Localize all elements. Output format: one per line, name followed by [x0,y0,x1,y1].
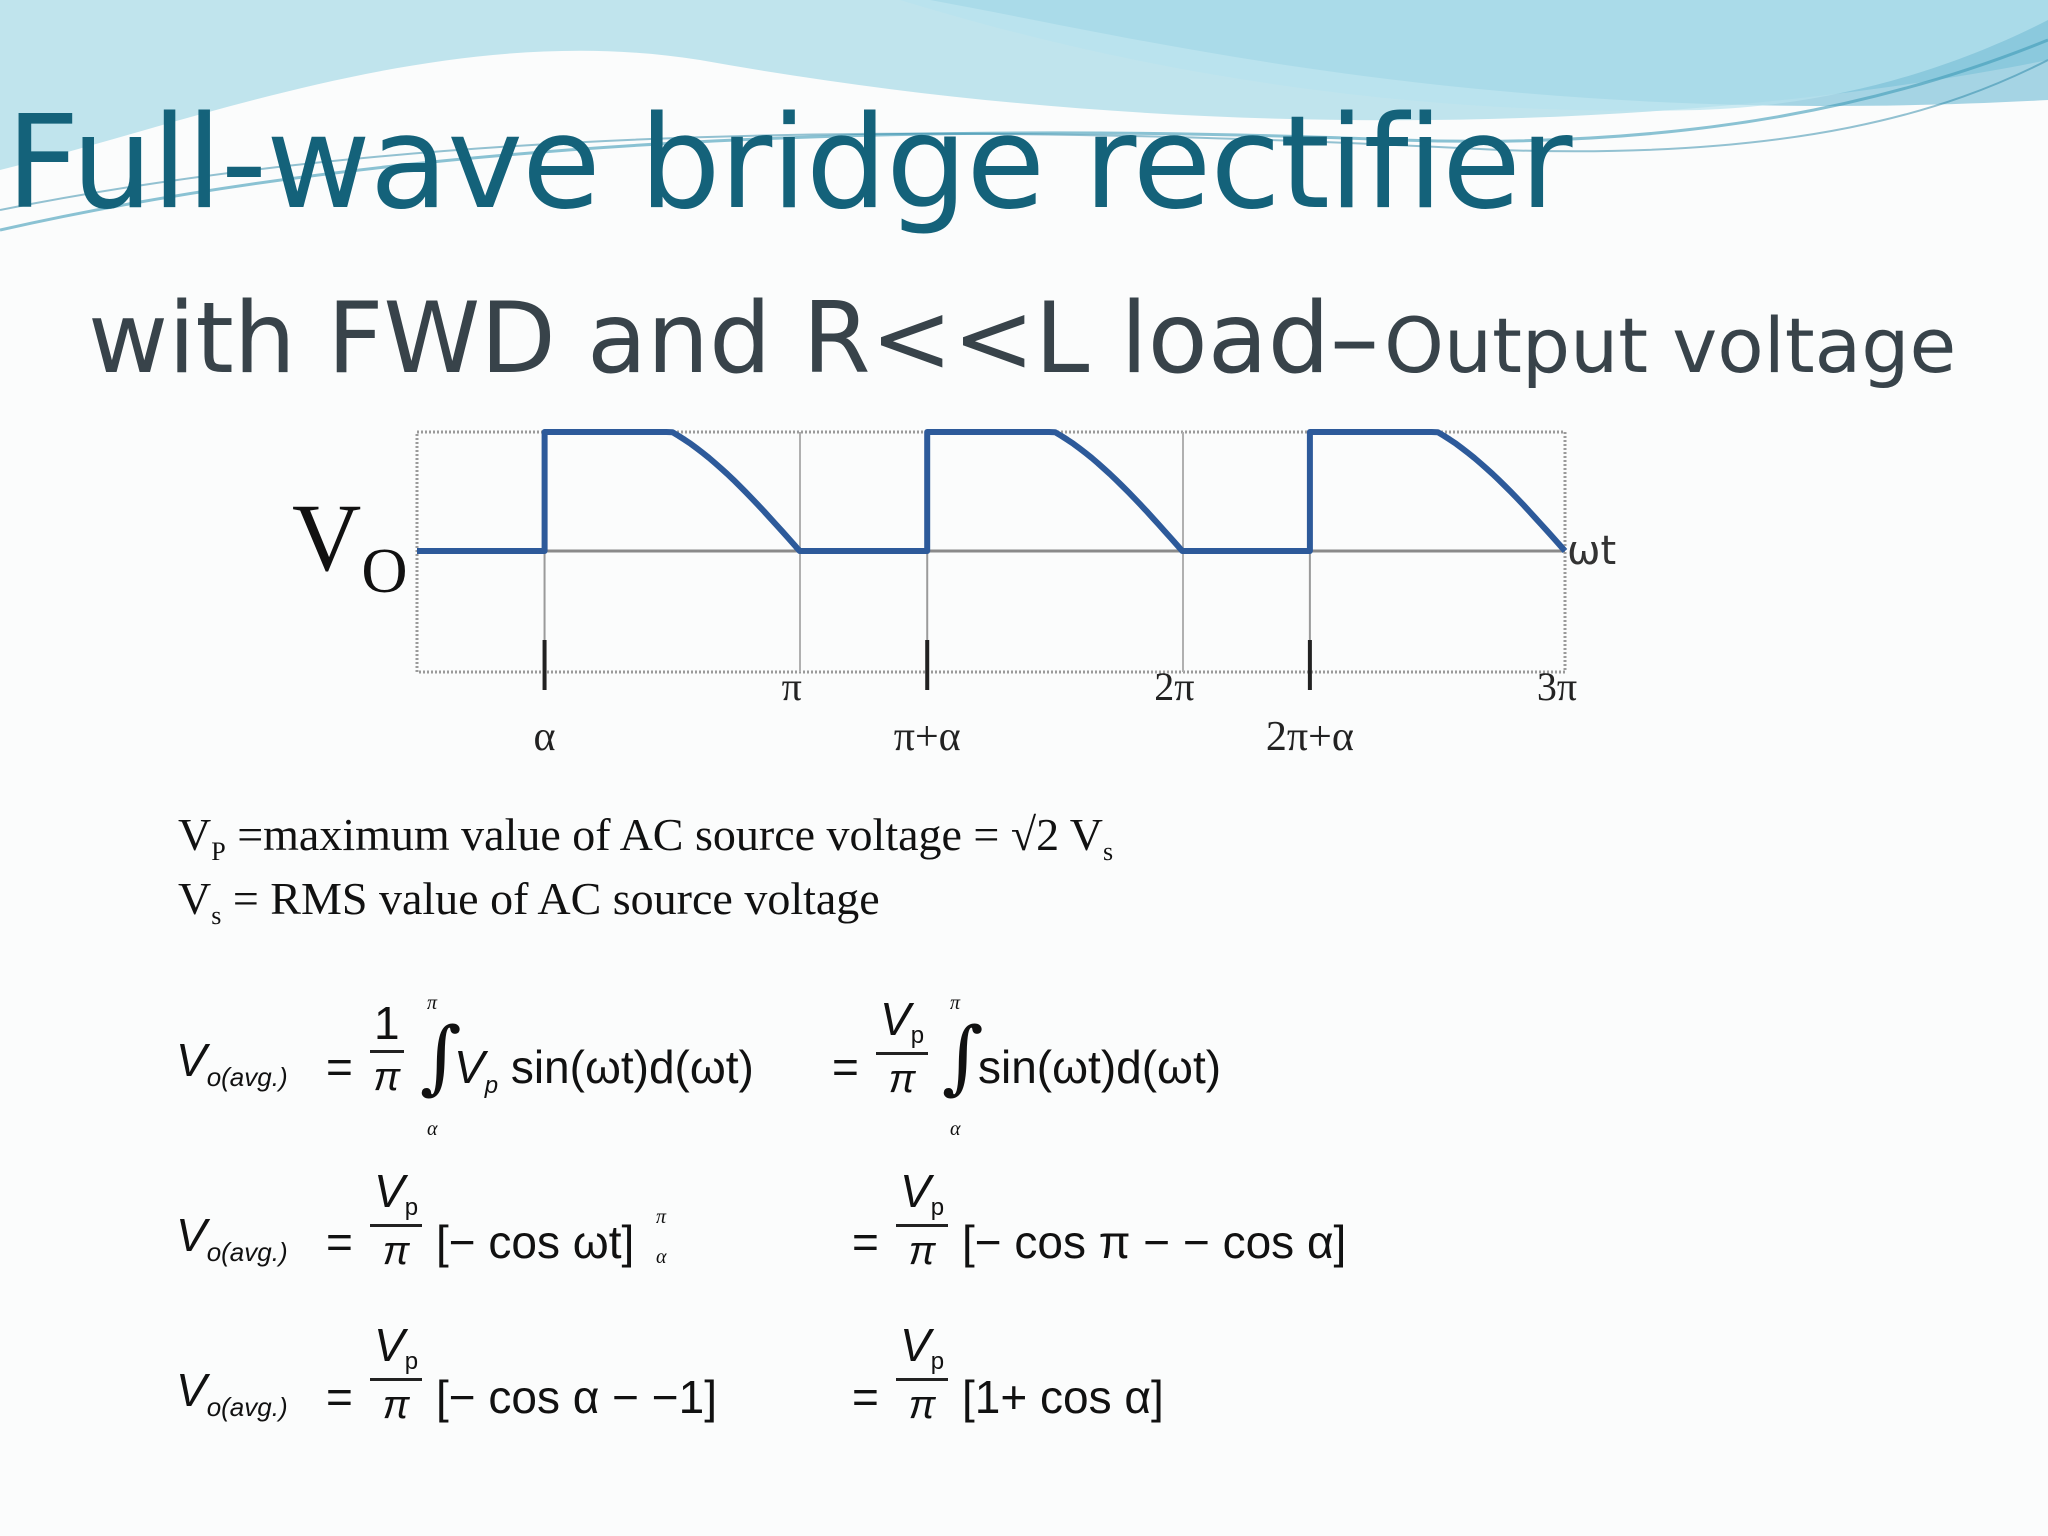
plot-frame [415,430,1567,674]
eq3-left-bracket: [− cos α − −1] [436,1371,718,1423]
eq1-vp-sub: p [910,1022,925,1049]
eq1-lhs-v: V [176,1034,207,1086]
fraction-bar [896,1378,949,1381]
eq1-lower-limit-2: α [950,1118,961,1140]
eq1-integrand-vp-sub: p [484,1072,499,1100]
eq1-upper-limit-2: π [950,992,961,1014]
fraction-bar [370,1224,423,1227]
eq3-lhs: Vo(avg.) [176,1363,288,1423]
fraction-bar [370,1378,423,1381]
eq2-equals: = [326,1216,353,1268]
eq3-lhs-sub: o(avg.) [206,1392,288,1422]
eq1-fraction-1-over-pi: 1 π [370,1000,404,1097]
eq2-fraction: Vp π [370,1168,423,1273]
x-axis-label: ωt [1567,528,1616,574]
eq2-numerator: Vp [370,1168,422,1220]
eq1-lower-limit: α [427,1118,438,1140]
eq3-equals: = [326,1371,353,1423]
x-tick-label-alpha: π+α [894,714,961,760]
eq3-vp-2: V [900,1319,931,1371]
vs-symbol: V [178,873,212,924]
eq3-denominator: π [382,1383,410,1427]
x-tick-label: 3π [1537,664,1577,709]
eq1-integral-sign: ∫ [420,1010,462,1103]
eq3-vp: V [374,1319,405,1371]
eq1-integrand: Vp sin(ωt)d(ωt) [454,1040,754,1100]
eq2-denominator: π [382,1229,410,1273]
vs-subscript: s [211,901,222,931]
x-tick-label: π [782,664,802,709]
vp-definition-text: =maximum value of AC source voltage = √2… [225,809,1104,860]
slide-subtitle: with FWD and R<<L load– Output voltage [88,290,1956,388]
eq2-lhs-sub: o(avg.) [206,1237,288,1267]
subtitle-dash: – [1330,282,1379,396]
eq3-vp-sub-2: p [930,1348,945,1375]
y-axis-label: VO [292,484,408,606]
eq3-equals-2: = [852,1371,879,1423]
eq1-integrand-vp: V [454,1041,485,1093]
output-voltage-waveform: VO ωt π 2π 3π α π+α 2π+α [292,429,1616,760]
eq3-vp-sub: p [404,1348,419,1375]
eq3-numerator-2: Vp [896,1322,948,1374]
eq2-lhs: Vo(avg.) [176,1208,288,1268]
vp-symbol: V [178,809,212,860]
slide-title: Full-wave bridge rectifier [6,89,1572,238]
eq2-vp: V [374,1165,405,1217]
vp-subscript: P [211,837,226,867]
eq1-equals-2: = [832,1041,859,1093]
vs-definition: Vs = RMS value of AC source voltage [178,876,880,929]
eq2-vp-2: V [900,1165,931,1217]
eq2-lhs-v: V [176,1209,207,1261]
eq2-vp-sub: p [404,1194,419,1221]
eq3-right-bracket: [1+ cos α] [962,1371,1164,1423]
eq1-fraction-vp-over-pi: Vp π [876,996,929,1101]
eq1-lhs-sub: o(avg.) [206,1062,288,1092]
vp-definition: VP =maximum value of AC source voltage =… [178,812,1113,865]
eq2-denominator-2: π [908,1229,936,1273]
eq3-fraction-2: Vp π [896,1322,949,1427]
x-tick-label-alpha: 2π+α [1266,714,1354,760]
eq3-numerator: Vp [370,1322,422,1374]
fraction-bar [896,1224,949,1227]
eq3-denominator-2: π [908,1383,936,1427]
eq3-fraction: Vp π [370,1322,423,1427]
eq2-left-bracket: [− cos ωt] [436,1216,635,1268]
fraction-bar [876,1052,929,1055]
fraction-bar [370,1050,404,1053]
eq1-upper-limit: π [427,992,438,1014]
eq3-lhs-v: V [176,1364,207,1416]
eq2-right-bracket: [− cos π − − cos α] [962,1216,1347,1268]
x-tick-label-alpha: α [534,714,556,760]
eq2-vp-sub-2: p [930,1194,945,1221]
subtitle-main: with FWD and R<<L load [88,282,1330,396]
eq1-integral-sign-2: ∫ [942,1010,984,1103]
vs-subscript-inline: s [1103,837,1114,867]
eq1-denominator: π [373,1055,401,1099]
eq1-integrand-tail: sin(ωt)d(ωt) [498,1041,754,1093]
eq2-lower-limit: α [656,1246,667,1268]
output-waveform-line [417,429,1568,554]
eq2-equals-2: = [852,1216,879,1268]
eq1-vp-denominator: π [888,1057,916,1101]
y-axis-label-sub: O [361,535,407,606]
vs-definition-text: = RMS value of AC source voltage [221,873,880,924]
eq1-lhs: Vo(avg.) [176,1033,288,1093]
eq2-fraction-2: Vp π [896,1168,949,1273]
eq1-vp-numerator: Vp [876,996,928,1048]
eq1-vp: V [880,993,911,1045]
subtitle-tail: Output voltage [1384,301,1957,390]
x-tick-label: 2π [1154,664,1194,709]
eq1-numerator: 1 [374,997,400,1049]
eq2-numerator-2: Vp [896,1168,948,1220]
eq1-integrand-2: sin(ωt)d(ωt) [978,1041,1222,1093]
y-axis-label-v: V [292,484,361,591]
eq2-upper-limit: π [656,1206,667,1228]
eq1-equals: = [326,1041,353,1093]
